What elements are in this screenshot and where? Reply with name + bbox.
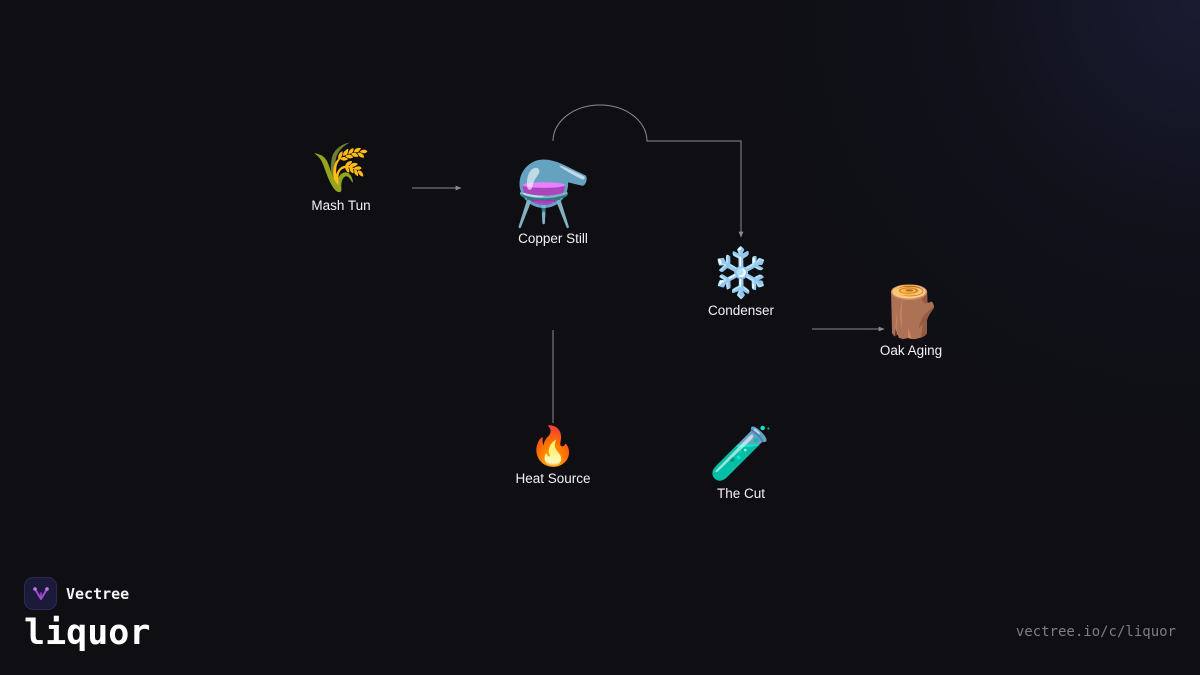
brand-block: Vectree liquor	[24, 577, 150, 653]
node-oak-aging[interactable]: 🪵 Oak Aging	[831, 287, 991, 358]
node-label: Condenser	[707, 303, 775, 318]
brand-name[interactable]: Vectree	[66, 584, 130, 603]
node-label: Mash Tun	[311, 198, 371, 213]
node-label: The Cut	[716, 486, 766, 501]
node-the-cut[interactable]: 🧪 The Cut	[661, 428, 821, 501]
node-condenser[interactable]: ❄️ Condenser	[661, 249, 821, 318]
node-copper-still[interactable]: ⚗️ Copper Still	[473, 157, 633, 247]
edge-copper-still-to-condenser	[552, 104, 744, 238]
node-label: Heat Source	[515, 471, 591, 486]
wheat-icon: 🌾	[311, 140, 371, 196]
brand-row: Vectree	[24, 577, 150, 610]
vectree-logo-icon[interactable]	[24, 577, 57, 610]
node-label: Oak Aging	[879, 343, 943, 358]
node-label: Copper Still	[518, 231, 588, 246]
page-url[interactable]: vectree.io/c/liquor	[1015, 624, 1176, 640]
fire-icon: 🔥	[529, 424, 577, 468]
node-heat-source[interactable]: 🔥 Heat Source	[473, 427, 633, 486]
node-mash-tun[interactable]: 🌾 Mash Tun	[261, 144, 421, 213]
snowflake-icon: ❄️	[711, 245, 771, 301]
wood-log-icon: 🪵	[879, 283, 943, 341]
test-tube-icon: 🧪	[708, 424, 774, 484]
page-title: liquor	[24, 613, 151, 653]
alembic-flask-icon: ⚗️	[514, 157, 592, 230]
